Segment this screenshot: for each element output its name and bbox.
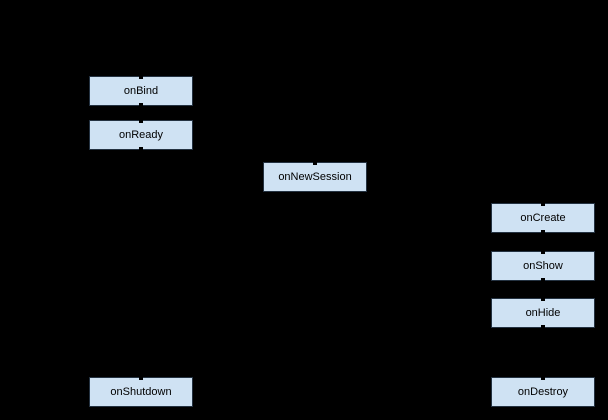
node-onshow: onShow [491, 251, 595, 281]
node-label: onHide [525, 306, 561, 319]
arrow-notch [541, 325, 545, 328]
arrow-notch [541, 203, 545, 206]
node-label: onCreate [520, 211, 566, 224]
node-onshutdown: onShutdown [89, 377, 193, 407]
arrow-notch [139, 120, 143, 123]
node-oncreate: onCreate [491, 203, 595, 233]
arrow-notch [139, 76, 143, 79]
node-onhide: onHide [491, 298, 595, 328]
node-onready: onReady [89, 120, 193, 150]
arrow-notch [541, 377, 545, 380]
arrow-notch [541, 278, 545, 281]
node-label: onDestroy [517, 385, 569, 398]
node-label: onNewSession [278, 170, 352, 183]
node-label: onBind [123, 84, 159, 97]
node-onnewsession: onNewSession [263, 162, 367, 192]
arrow-notch [541, 298, 545, 301]
node-onbind: onBind [89, 76, 193, 106]
arrow-notch [541, 230, 545, 233]
arrow-notch [139, 147, 143, 150]
arrow-notch [139, 103, 143, 106]
node-label: onShutdown [110, 385, 172, 398]
node-label: onReady [118, 128, 164, 141]
node-label: onShow [523, 259, 563, 272]
arrow-notch [313, 162, 317, 165]
node-ondestroy: onDestroy [491, 377, 595, 407]
arrow-notch [139, 377, 143, 380]
arrow-notch [541, 251, 545, 254]
